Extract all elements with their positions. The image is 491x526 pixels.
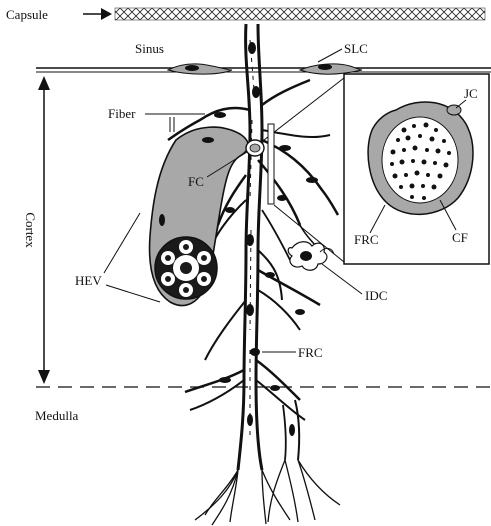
hev-sheath-nucleus-2 [159,214,165,226]
slc-cells [168,64,362,74]
hev-vessel [155,237,217,299]
cortex-axis [38,76,50,384]
capsule-arrow [83,8,112,20]
fc-nucleus [250,144,260,152]
inset-cf-label: CF [452,230,468,245]
capsule-band [115,8,485,20]
inset-source-marker [268,124,274,204]
slc-pointer [318,49,342,62]
hev-label: HEV [75,273,102,288]
inset-leader-top [264,78,344,140]
inset-cross-section [368,102,473,214]
hev-sheath-nucleus [202,137,214,143]
fc-label: FC [188,174,204,189]
sinus-label: Sinus [135,41,164,56]
idc-pointer [322,264,362,294]
medulla-label: Medulla [35,408,79,423]
hev-pointer-upper [104,213,140,273]
capsule-label: Capsule [6,7,48,22]
slc-label: SLC [344,41,368,56]
fiber-label: Fiber [108,106,136,121]
idc-label: IDC [365,288,387,303]
inset-jc-label: JC [464,86,478,101]
inset-frc-label: FRC [354,232,379,247]
hev-pointer-lower [106,285,160,302]
frc-main-label: FRC [298,345,323,360]
medullary-roots [195,460,340,525]
idc-cell [288,242,334,271]
cortex-label: Cortex [23,212,38,248]
